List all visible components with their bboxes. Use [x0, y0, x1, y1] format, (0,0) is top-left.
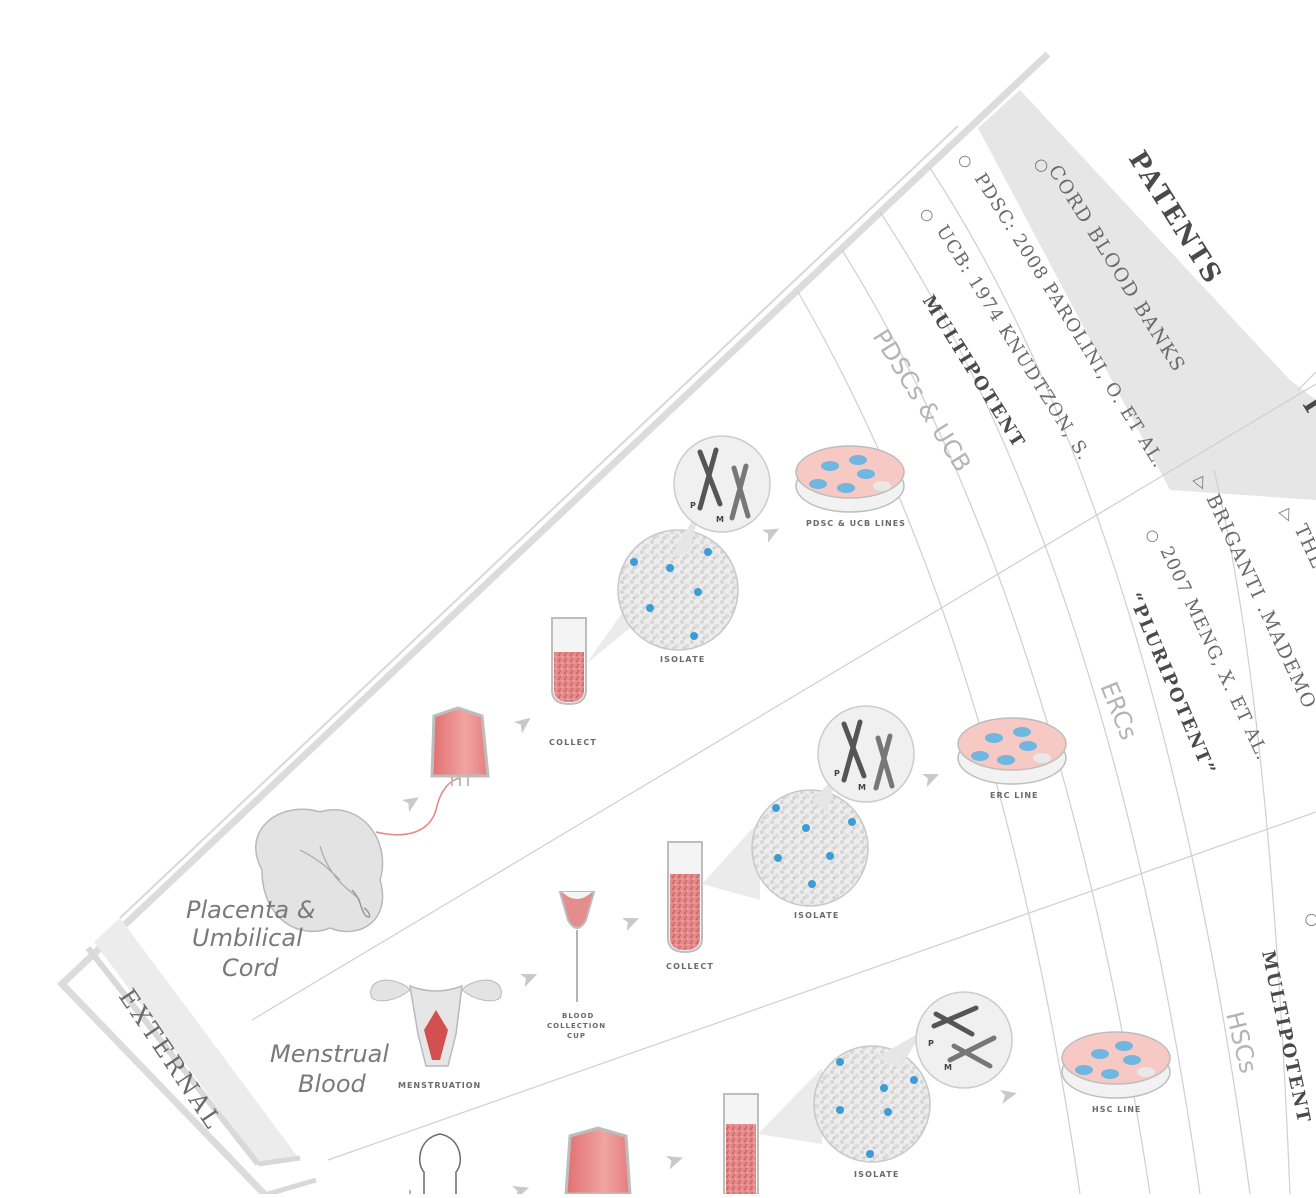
isolate-label: ISOLATE — [660, 655, 706, 664]
line-label: HSC LINE — [1092, 1105, 1141, 1114]
petri-dish-icon — [1061, 1031, 1171, 1099]
svg-text:○: ○ — [1302, 911, 1316, 929]
source-label-0: Placenta & Umbilical Cord — [186, 896, 315, 982]
chromosome-p: P — [690, 501, 696, 510]
sector-dividers — [251, 383, 1316, 1161]
citation-marker: ○ — [1142, 526, 1164, 545]
arrow-icon — [514, 712, 536, 734]
patent-entry-1: ▷ BRIGANTI .MADEMO — [1190, 474, 1316, 713]
petri-dish-icon — [795, 445, 905, 513]
person-icon — [409, 1133, 462, 1194]
test-tube-icon — [723, 1093, 759, 1195]
patent-entry-2: ▷ THE — [1276, 506, 1316, 574]
arrow-icon — [622, 912, 642, 932]
arrow-icon — [922, 768, 942, 788]
arrow-icon — [402, 792, 423, 813]
svg-text:CUP: CUP — [567, 1032, 586, 1040]
arrow-icon — [1000, 1087, 1019, 1104]
source-line: Menstrual — [270, 1040, 389, 1068]
collection-cup-icon — [558, 891, 596, 1002]
test-tube-icon — [551, 617, 587, 706]
citation-marker: ○ — [955, 151, 977, 172]
chromosome-icon: P M — [673, 435, 771, 533]
cell-cluster-icon — [813, 1045, 931, 1163]
chromosome-p: P — [928, 1039, 934, 1048]
test-tube-icon — [667, 841, 703, 954]
cup-label: BLOOD COLLECTION CUP — [547, 1012, 606, 1040]
patent-marker: ▷ — [1276, 506, 1299, 526]
chromosome-icon: P M — [817, 705, 915, 803]
citation-marker: ○ — [917, 205, 939, 226]
collect-label: COLLECT — [666, 962, 714, 971]
arrow-icon — [762, 523, 783, 543]
patent-text: THE — [1289, 521, 1316, 573]
chromosome-m: M — [944, 1063, 952, 1072]
chromosome-m: M — [858, 783, 866, 792]
concentric-arcs — [797, 167, 1316, 1195]
ring-bands — [57, 51, 1316, 1198]
uterus-icon — [370, 979, 502, 1067]
menstruation-label: MENSTRUATION — [398, 1081, 481, 1090]
source-line: Placenta & — [186, 896, 315, 924]
chromosome-p: P — [834, 769, 840, 778]
arrow-icon — [512, 1181, 532, 1198]
chromosome-m: M — [716, 515, 724, 524]
line-label: PDSC & UCB LINES — [806, 519, 906, 528]
cell-cluster-icon — [617, 529, 739, 651]
blood-bag-icon — [430, 706, 490, 786]
isolate-label: ISOLATE — [854, 1170, 900, 1179]
source-line: Cord — [222, 954, 279, 982]
arrow-icon — [666, 1151, 686, 1170]
collect-label: COLLECT — [549, 738, 597, 747]
source-line: Umbilical — [192, 924, 303, 952]
svg-text:BLOOD: BLOOD — [562, 1012, 594, 1020]
isolate-label: ISOLATE — [794, 911, 840, 920]
source-label-1: Menstrual Blood — [270, 1040, 389, 1098]
sector-1-cell-type: ERCs — [1094, 678, 1142, 744]
placenta-icon — [255, 777, 461, 933]
source-line: Blood — [298, 1070, 367, 1098]
sector-2-cell-type: HSCs — [1220, 1009, 1262, 1076]
arrow-icon — [520, 968, 540, 988]
blood-bag-icon — [564, 1126, 632, 1196]
chromosome-icon: P M — [915, 991, 1013, 1089]
line-label: ERC LINE — [990, 791, 1039, 800]
svg-text:COLLECTION: COLLECTION — [547, 1022, 606, 1030]
petri-dish-icon — [957, 717, 1067, 785]
cell-cluster-icon — [751, 789, 869, 907]
